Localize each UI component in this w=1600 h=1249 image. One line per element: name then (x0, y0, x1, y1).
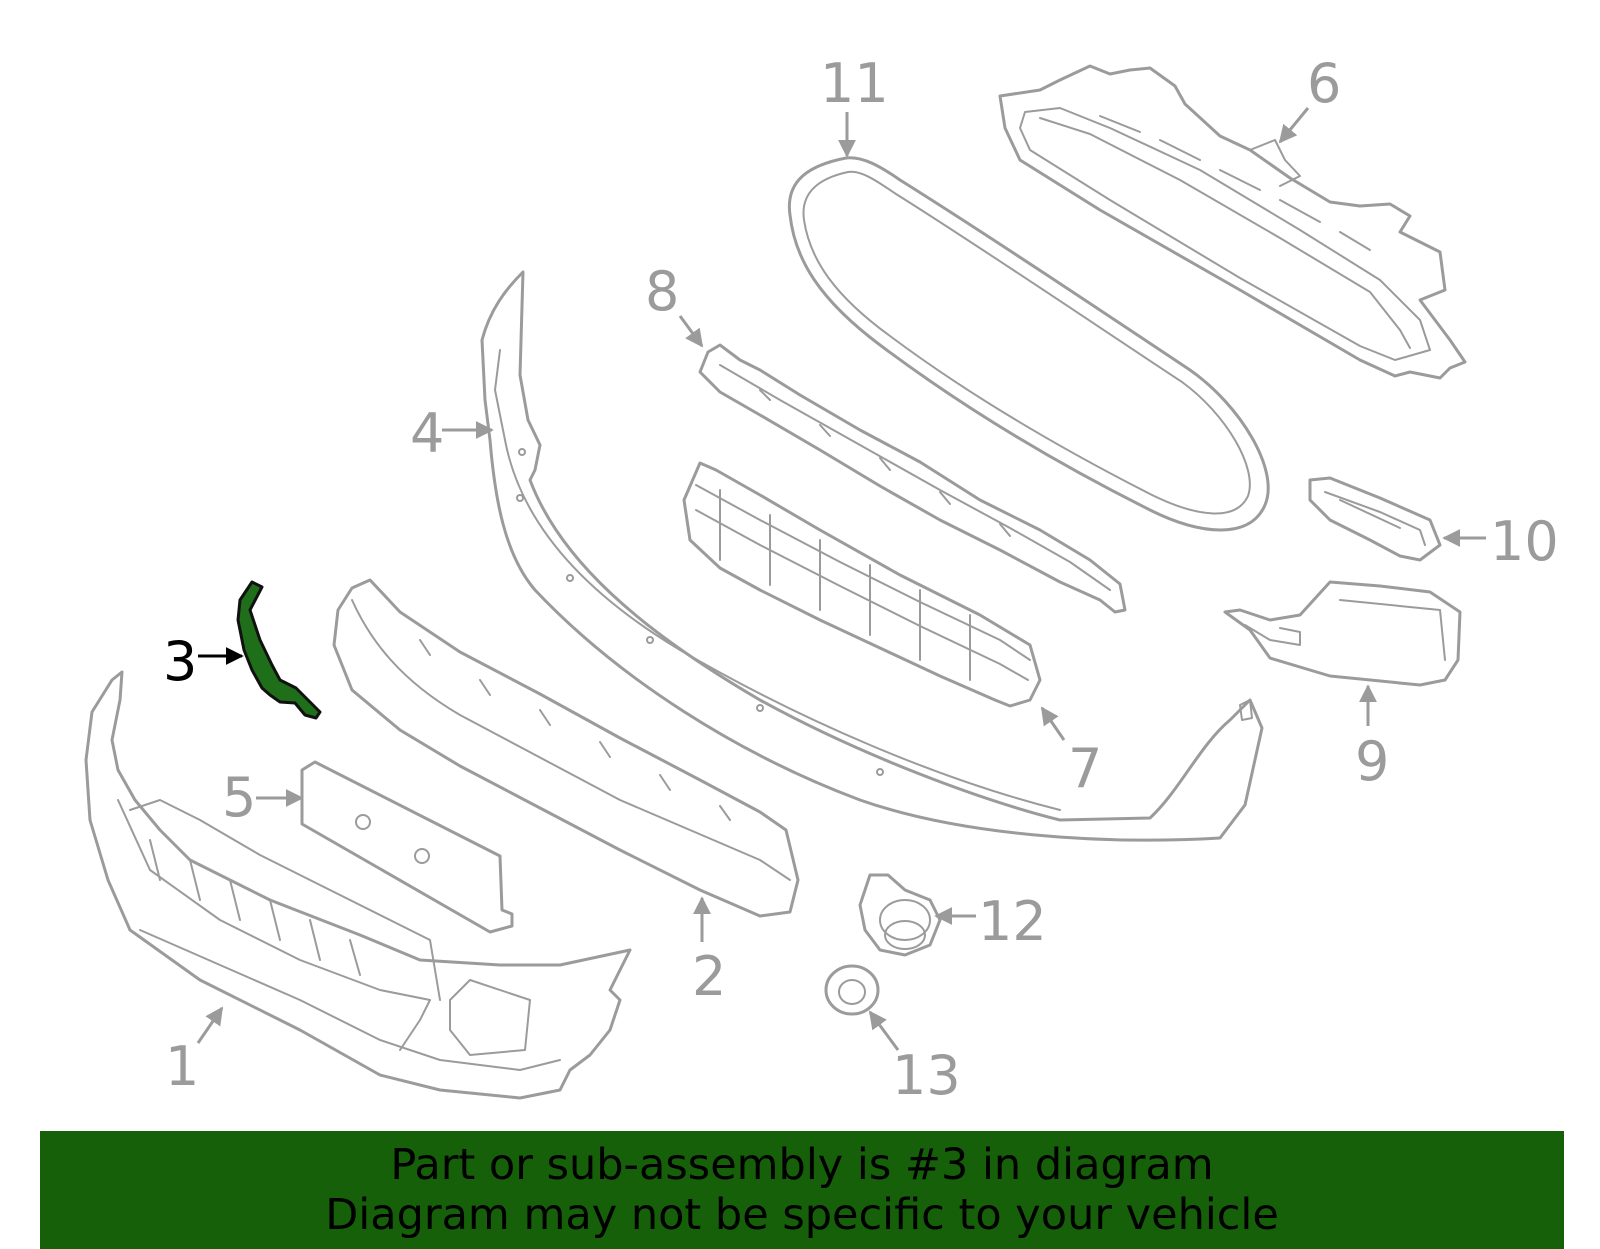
callout-9: 9 (1355, 730, 1389, 793)
callout-2: 2 (692, 945, 726, 1008)
part-2-energy-absorber (332, 578, 800, 918)
callout-labels: 1 2 3 4 5 6 7 8 9 10 11 12 13 (163, 52, 1559, 1107)
arrow-1 (196, 1006, 224, 1044)
arrow-7 (1040, 706, 1066, 741)
part-8-upper-grille-strip (698, 343, 1127, 614)
part-1-lower-fascia (84, 670, 632, 1100)
banner-line-2: Diagram may not be specific to your vehi… (325, 1190, 1279, 1240)
arrow-8 (678, 315, 704, 348)
leader-arrows (196, 107, 1486, 1051)
info-banner: Part or sub-assembly is #3 in diagram Di… (40, 1131, 1564, 1249)
banner-line-1: Part or sub-assembly is #3 in diagram (390, 1140, 1214, 1190)
callout-5: 5 (222, 766, 256, 829)
part-5-license-bracket (300, 760, 514, 934)
callout-12: 12 (978, 890, 1047, 953)
part-9-side-bracket (1223, 580, 1462, 687)
part-11-grille-frame (787, 156, 1270, 532)
part-3-highlighted-bracket (236, 580, 322, 720)
callout-13: 13 (892, 1044, 961, 1107)
callout-7: 7 (1068, 737, 1102, 800)
callout-10: 10 (1490, 510, 1559, 573)
part-12-sensor (858, 873, 942, 957)
callout-4: 4 (410, 402, 444, 465)
arrow-6 (1278, 107, 1310, 144)
part-7-lower-grille (682, 461, 1042, 708)
part-10-side-vent (1308, 476, 1442, 562)
part-13-grommet (824, 964, 880, 1016)
callout-1: 1 (165, 1035, 199, 1098)
arrow-13 (868, 1010, 900, 1051)
callout-8: 8 (645, 260, 679, 323)
callout-6: 6 (1307, 52, 1341, 115)
callout-11: 11 (820, 52, 889, 115)
part-6-upper-carrier (998, 64, 1467, 380)
part-4-bumper-cover (480, 270, 1264, 842)
callout-3: 3 (163, 630, 197, 693)
